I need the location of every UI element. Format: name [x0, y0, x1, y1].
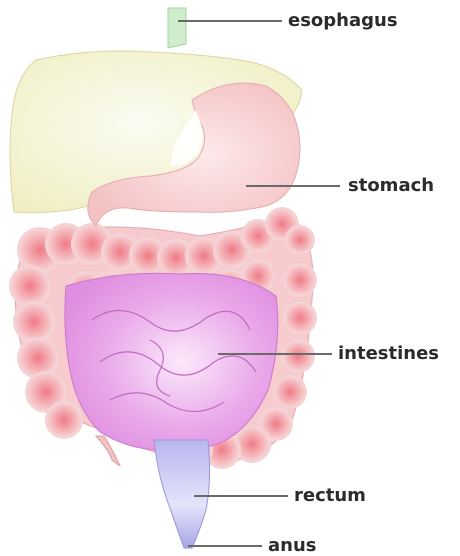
label-rectum: rectum [294, 486, 366, 506]
label-esophagus: esophagus [288, 11, 398, 31]
colon-segment [286, 226, 314, 254]
colon-segment [46, 402, 82, 438]
colon-segment [274, 376, 306, 408]
colon-segment [14, 302, 54, 342]
colon-segment [282, 340, 314, 372]
label-anus: anus [268, 536, 317, 556]
label-stomach: stomach [348, 176, 434, 196]
label-intestines: intestines [338, 344, 439, 364]
small-intestine [65, 273, 278, 450]
colon-segment [284, 264, 316, 296]
rectum-shape [154, 440, 210, 548]
esophagus-shape [168, 8, 186, 48]
colon-segment [284, 302, 316, 334]
colon-segment [10, 266, 50, 306]
